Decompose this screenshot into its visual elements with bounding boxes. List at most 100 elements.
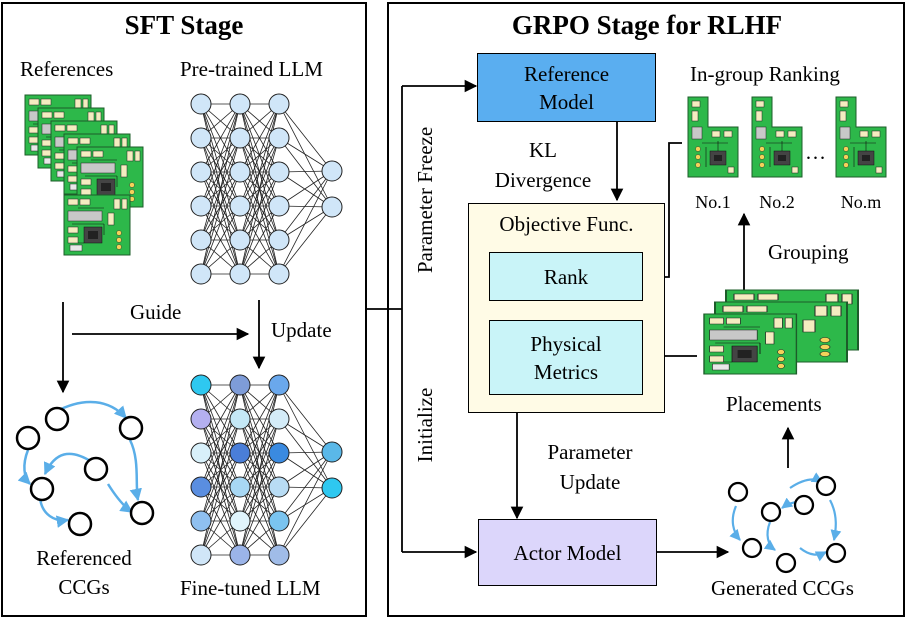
network-neuron bbox=[229, 442, 251, 464]
network-neuron bbox=[190, 510, 212, 532]
actor-model-box: Actor Model bbox=[478, 519, 657, 586]
network-neuron bbox=[229, 374, 251, 396]
network-edge bbox=[278, 384, 333, 489]
placements-pcb-stack bbox=[703, 289, 859, 375]
network-neuron bbox=[321, 196, 343, 218]
network-edge bbox=[200, 384, 241, 488]
finetuned-llm-network bbox=[190, 374, 343, 566]
network-neuron bbox=[190, 476, 212, 498]
reference-model-label-line2: Model bbox=[539, 89, 594, 114]
network-edge bbox=[278, 137, 333, 208]
placements-label: Placements bbox=[726, 392, 822, 416]
parameter-update-label-line1: Parameter bbox=[547, 440, 633, 464]
network-edge bbox=[239, 384, 280, 488]
network-neuron bbox=[190, 263, 212, 285]
referenced-ccgs-label-line2: CCGs bbox=[58, 575, 110, 599]
reference-model-box: Reference Model bbox=[477, 53, 656, 122]
parameter-freeze-label: Parameter Freeze bbox=[413, 126, 437, 274]
actor-model-label: Actor Model bbox=[513, 540, 622, 565]
physical-metrics-label-line1: Physical bbox=[530, 331, 602, 356]
network-edge bbox=[239, 137, 280, 275]
update-label: Update bbox=[271, 318, 332, 342]
network-neuron bbox=[229, 93, 251, 115]
referenced-ccgs-label-line1: Referenced bbox=[36, 546, 132, 570]
network-neuron bbox=[268, 374, 290, 396]
network-neuron bbox=[268, 229, 290, 251]
network-neuron bbox=[190, 195, 212, 217]
network-edge bbox=[278, 384, 333, 453]
network-edge bbox=[278, 451, 333, 522]
in-group-ranking-label: In-group Ranking bbox=[690, 62, 840, 86]
objective-function-title: Objective Func. bbox=[499, 212, 634, 236]
network-neuron bbox=[190, 544, 212, 566]
pretrained-llm-network bbox=[190, 93, 343, 285]
network-edge bbox=[239, 103, 280, 207]
network-neuron bbox=[229, 127, 251, 149]
rank-label: Rank bbox=[543, 264, 589, 289]
network-edge bbox=[278, 170, 333, 241]
parameter-update-label-line2: Update bbox=[559, 470, 621, 494]
network-neuron bbox=[268, 408, 290, 430]
physical-metrics-label-line2: Metrics bbox=[533, 359, 599, 384]
network-edge bbox=[239, 384, 280, 522]
network-neuron bbox=[268, 127, 290, 149]
network-edge bbox=[239, 486, 280, 556]
reference-pcb-stack bbox=[24, 94, 144, 256]
rank-label-nom: No.m bbox=[840, 192, 882, 212]
network-edge bbox=[200, 418, 241, 556]
grouping-label: Grouping bbox=[768, 240, 849, 264]
network-neuron bbox=[229, 263, 251, 285]
network-edge bbox=[278, 452, 333, 489]
network-edge bbox=[278, 451, 333, 488]
network-edge bbox=[239, 384, 280, 454]
ranked-pcb-group bbox=[687, 96, 887, 178]
network-edge bbox=[278, 171, 333, 208]
network-edge bbox=[200, 486, 241, 556]
initialize-label: Initialize bbox=[413, 387, 437, 463]
network-neuron bbox=[321, 441, 343, 463]
network-neuron bbox=[268, 263, 290, 285]
network-edge bbox=[278, 103, 333, 208]
network-neuron bbox=[190, 408, 212, 430]
network-edge bbox=[239, 418, 280, 556]
network-neuron bbox=[190, 229, 212, 251]
referenced-ccgs-graph bbox=[15, 400, 155, 537]
network-edge bbox=[278, 103, 333, 172]
guide-label: Guide bbox=[130, 300, 182, 324]
network-edge bbox=[239, 171, 280, 275]
network-edge bbox=[278, 451, 333, 556]
network-neuron bbox=[190, 93, 212, 115]
network-neuron bbox=[229, 544, 251, 566]
network-edge bbox=[278, 170, 333, 207]
network-edge bbox=[200, 452, 241, 556]
network-edge bbox=[239, 205, 280, 275]
network-edge bbox=[200, 171, 241, 275]
network-edge bbox=[278, 170, 333, 275]
network-edge bbox=[200, 384, 241, 522]
network-edge bbox=[239, 103, 280, 241]
network-edge bbox=[200, 384, 241, 454]
network-neuron bbox=[229, 229, 251, 251]
network-neuron bbox=[229, 408, 251, 430]
reference-model-label-line1: Reference bbox=[523, 61, 610, 86]
kl-label-line2: Divergence bbox=[494, 168, 592, 192]
finetuned-llm-label: Fine-tuned LLM bbox=[180, 576, 321, 600]
network-neuron bbox=[268, 93, 290, 115]
references-label: References bbox=[20, 57, 114, 81]
network-neuron bbox=[268, 195, 290, 217]
network-neuron bbox=[190, 374, 212, 396]
network-neuron bbox=[229, 476, 251, 498]
generated-ccgs-graph bbox=[727, 472, 847, 574]
sft-stage-title: SFT Stage bbox=[124, 10, 244, 40]
network-edge bbox=[239, 103, 280, 173]
network-neuron bbox=[190, 127, 212, 149]
network-neuron bbox=[268, 510, 290, 532]
network-edge bbox=[278, 418, 333, 489]
network-neuron bbox=[229, 195, 251, 217]
network-edge bbox=[200, 205, 241, 275]
network-neuron bbox=[229, 510, 251, 532]
network-edge bbox=[200, 103, 241, 207]
rank-box: Rank bbox=[489, 252, 643, 301]
network-edge bbox=[200, 137, 241, 275]
